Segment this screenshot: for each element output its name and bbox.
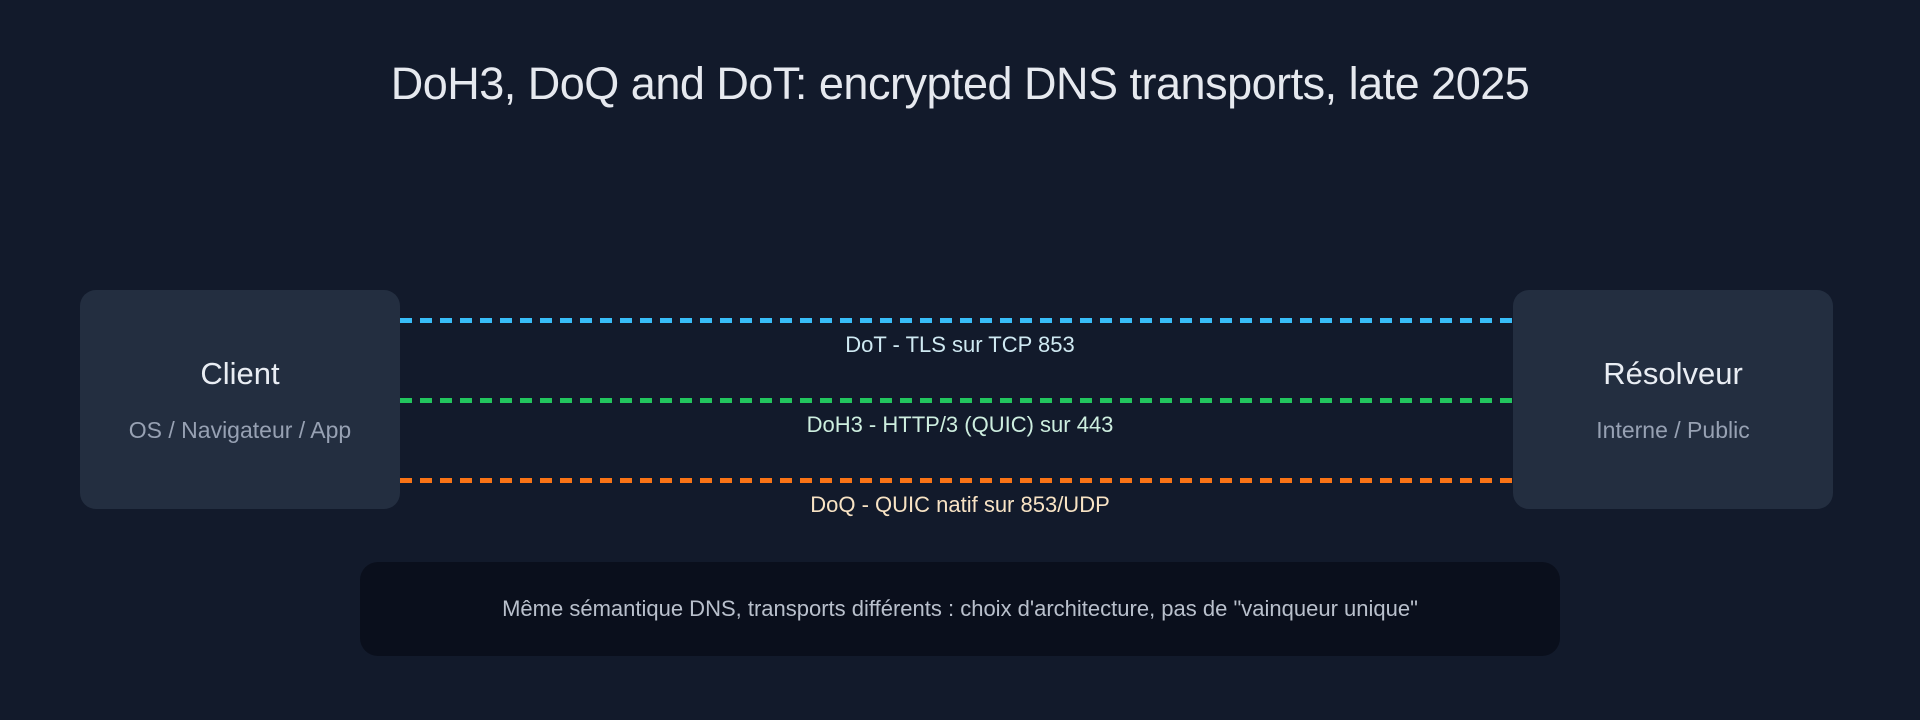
doh3-transport-label: DoH3 - HTTP/3 (QUIC) sur 443 xyxy=(806,412,1114,437)
footnote-text: Même sémantique DNS, transports différen… xyxy=(502,596,1418,621)
client-node-title: Client xyxy=(200,355,280,391)
client-node: Client OS / Navigateur / App xyxy=(80,290,400,509)
page-title: DoH3, DoQ and DoT: encrypted DNS transpo… xyxy=(390,58,1530,109)
doh3-dashed-line xyxy=(400,398,1513,403)
resolver-node-subtitle: Interne / Public xyxy=(1596,416,1750,443)
dot-dashed-line xyxy=(400,318,1513,323)
footnote-pill: Même sémantique DNS, transports différen… xyxy=(360,562,1560,656)
resolver-node-title: Résolveur xyxy=(1603,355,1743,391)
doq-dashed-line xyxy=(400,478,1513,483)
resolver-node: Résolveur Interne / Public xyxy=(1513,290,1833,509)
doq-transport-label: DoQ - QUIC natif sur 853/UDP xyxy=(810,492,1110,517)
dot-transport-label: DoT - TLS sur TCP 853 xyxy=(845,332,1075,357)
client-node-subtitle: OS / Navigateur / App xyxy=(128,416,352,443)
